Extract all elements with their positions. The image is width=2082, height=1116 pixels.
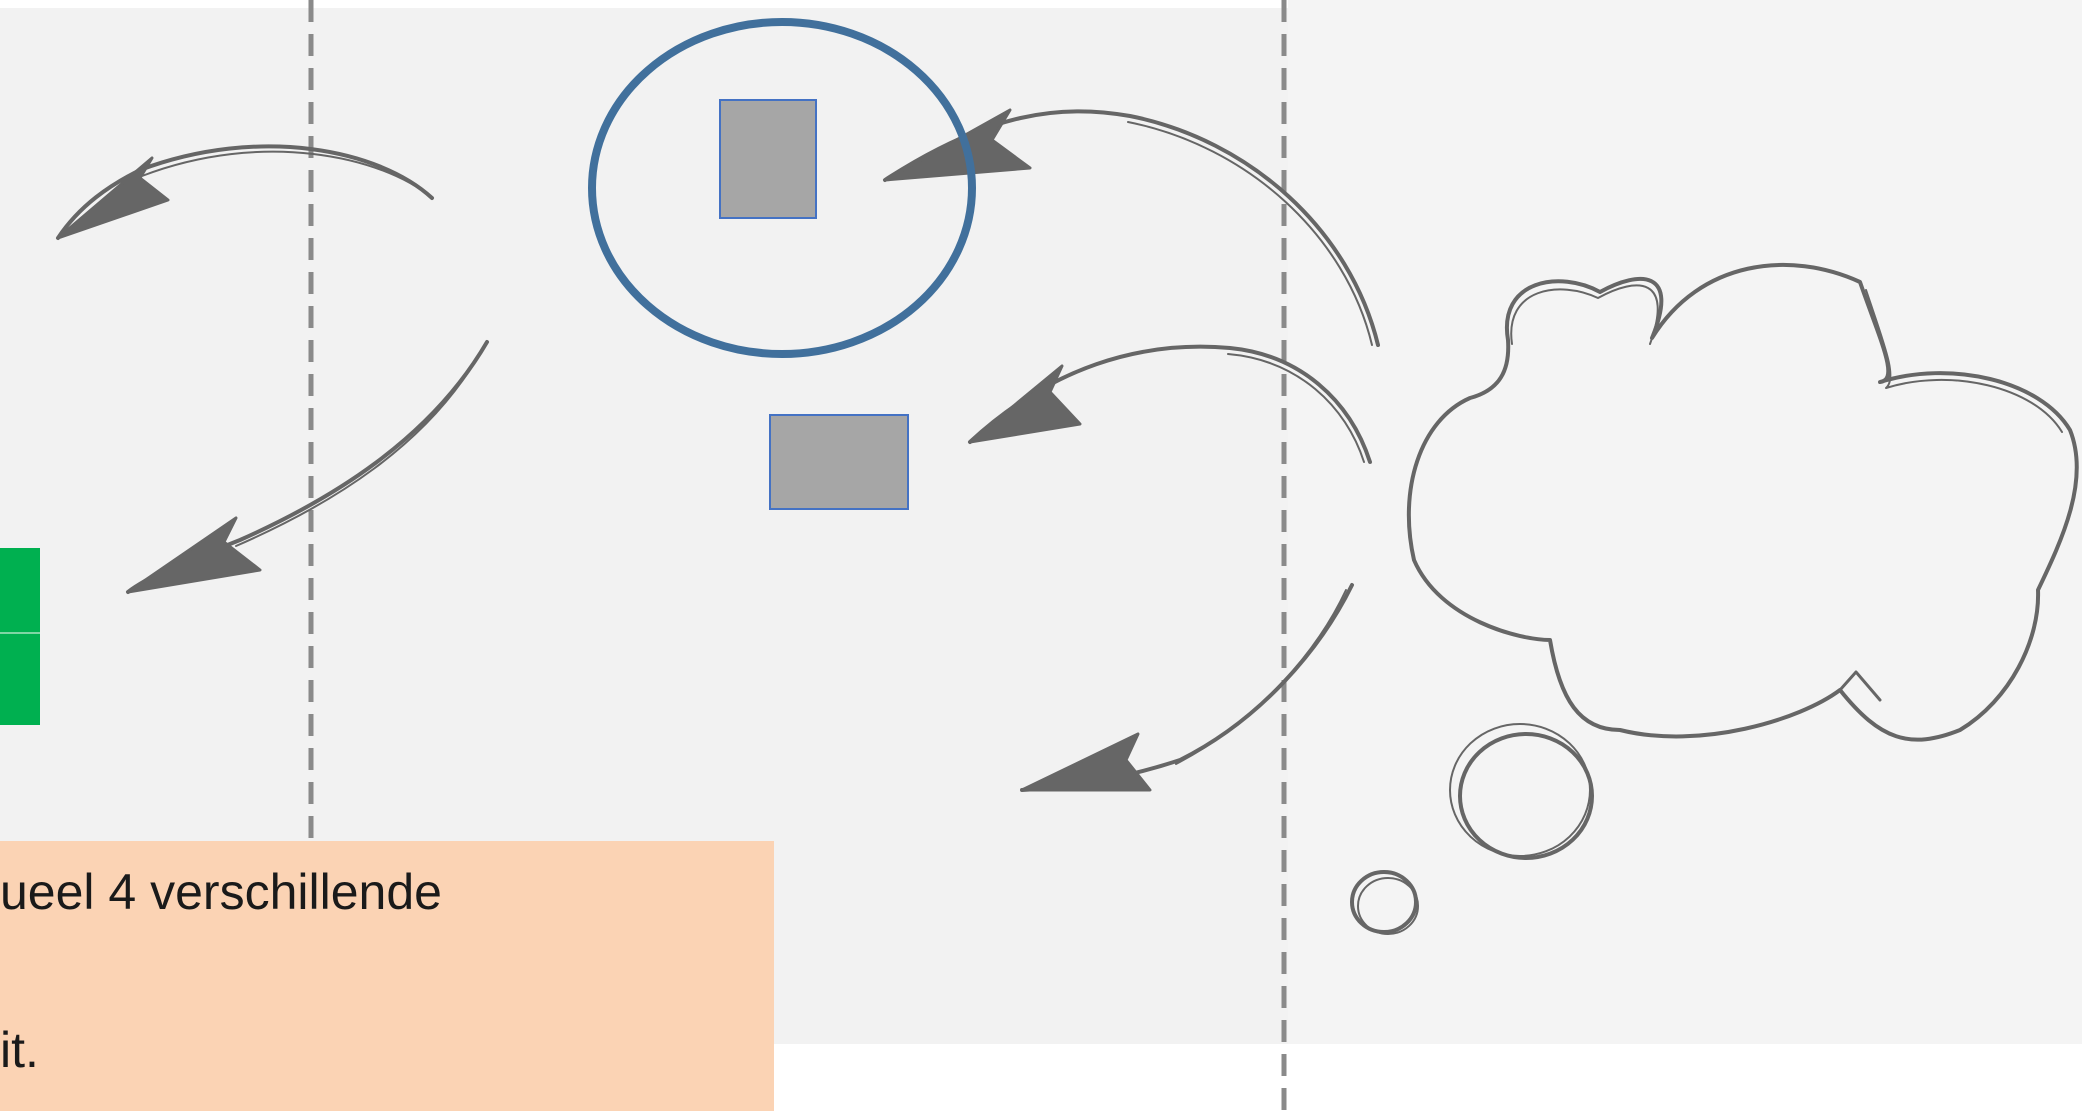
curved-arrow-mid-right	[968, 344, 1372, 464]
curved-arrow-top-right	[883, 108, 1380, 347]
sketch-paper-right-panel	[1288, 0, 2082, 1044]
curved-arrow-mid-left	[126, 340, 489, 594]
thought-cloud	[1406, 262, 2079, 742]
caption-box: ueel 4 verschillende it.	[0, 841, 774, 1111]
caption-line-1: ueel 4 verschillende	[0, 864, 442, 920]
caption-line-2: it.	[0, 1022, 39, 1078]
highlight-ring	[588, 18, 976, 358]
curved-arrow-top-left	[56, 144, 434, 240]
green-block-lower	[0, 634, 40, 725]
green-block-upper	[0, 548, 40, 632]
curved-arrow-bottom-right	[1020, 583, 1354, 792]
thought-bubble-medium	[1449, 723, 1594, 860]
grey-block-lower	[769, 414, 909, 510]
thought-bubble-small	[1350, 870, 1419, 935]
grey-block-in-ring	[719, 99, 817, 219]
green-block-divider	[0, 632, 40, 634]
